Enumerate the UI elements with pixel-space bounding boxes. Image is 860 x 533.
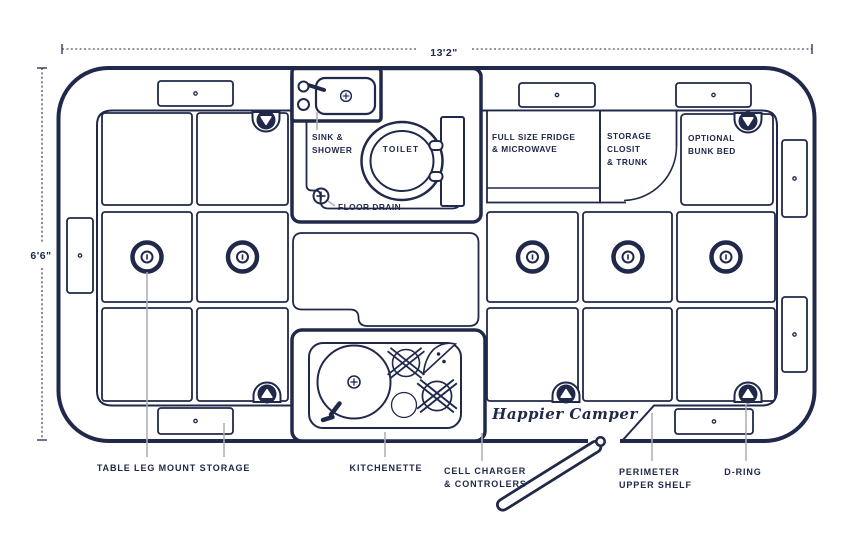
sink-shower-unit — [290, 66, 383, 123]
kitchen-faucet-icon — [328, 401, 342, 417]
closet-walls — [599, 109, 678, 204]
d-ring-icon — [733, 110, 763, 134]
shelf-pin — [193, 418, 198, 424]
perimeter-shelf-label-1: PERIMETER — [619, 467, 680, 477]
floor-drain-leader — [327, 200, 336, 207]
right-floor-grid — [486, 211, 776, 402]
table-leg-mount-icon — [518, 243, 547, 272]
shelf-top-left — [157, 80, 234, 107]
fridge-cabinet — [486, 109, 601, 204]
bunk-label-1: OPTIONAL — [688, 133, 735, 143]
bathroom: SINK & SHOWER TOILET FLOOR DRAIN — [290, 66, 483, 224]
kitchenette-label: KITCHENETTE — [350, 463, 423, 473]
shelf-pin — [711, 92, 716, 98]
closet-label-1: STORAGE — [607, 131, 651, 141]
floor-locker — [582, 307, 673, 402]
d-ring-icon — [551, 381, 581, 405]
d-ring-icon — [733, 381, 763, 405]
callout-labels: TABLE LEG MOUNT STORAGE KITCHENETTE CELL… — [97, 463, 761, 490]
toilet-label: TOILET — [383, 144, 420, 154]
table-leg-mount-icon — [712, 243, 741, 272]
toilet-seat — [369, 130, 435, 192]
table-leg-mount-icon — [614, 243, 643, 272]
shelf-pin — [792, 176, 797, 181]
shelf-right-upper — [781, 139, 808, 218]
shelf-bottom-left — [157, 407, 234, 435]
closet-door-swing — [623, 145, 678, 202]
bunk-bed: OPTIONAL BUNK BED — [680, 113, 774, 206]
panel-dot — [436, 352, 441, 356]
closet-label-2: CLOSIT — [607, 144, 640, 154]
entry-door — [495, 434, 620, 512]
floor-locker — [486, 307, 579, 402]
toilet-icon — [360, 116, 465, 207]
bunk-label-2: BUNK BED — [688, 146, 736, 156]
shelf-pin — [711, 419, 717, 424]
cell-charger-panel — [422, 342, 458, 376]
shelf-bottom-right — [674, 408, 754, 435]
storage-label: STORAGE — [200, 463, 251, 473]
perimeter-shelf-label-2: UPPER SHELF — [619, 480, 692, 490]
shelf-pin — [77, 253, 83, 258]
d-ring-icon — [252, 381, 282, 405]
floor-drain-label: FLOOR DRAIN — [338, 202, 401, 212]
width-dimension-label: 13'2" — [430, 47, 458, 59]
sink-shower-label-1: SINK & — [312, 132, 343, 142]
callout-leaders — [146, 272, 747, 461]
floor-locker — [101, 112, 193, 206]
floor-locker — [676, 307, 776, 402]
toilet-tank — [440, 116, 465, 207]
inner-wall-left — [96, 109, 292, 407]
shelf-pin — [554, 92, 560, 98]
inner-wall-right — [481, 109, 778, 443]
kitchen-faucet-icon — [320, 414, 335, 423]
d-ring-label: D-RING — [724, 467, 761, 477]
faucet-knob — [297, 80, 310, 93]
height-dimension-label: 6'6" — [30, 250, 51, 262]
central-open-floor — [292, 232, 480, 327]
brand-logo: Happier Camper — [491, 405, 638, 423]
cell-charger-label-2: & CONTROLERS — [444, 479, 527, 489]
perimeter-shelves — [66, 80, 808, 435]
shelf-pin — [792, 332, 797, 337]
width-dimension: 13'2" — [61, 44, 813, 59]
closet-label-3: & TRUNK — [607, 157, 648, 167]
table-leg-mount-icon — [228, 243, 257, 272]
fridge-label-1: FULL SIZE FRIDGE — [492, 132, 575, 142]
kitchenette — [290, 328, 487, 443]
floor-locker — [196, 112, 289, 206]
toilet-hinge — [428, 171, 444, 182]
storage-closet: STORAGE CLOSIT & TRUNK — [599, 109, 678, 204]
door-hinge-icon — [595, 436, 606, 447]
shelf-top-middle — [518, 82, 596, 108]
height-dimension: 6'6" — [30, 67, 51, 441]
fridge-area: FULL SIZE FRIDGE & MICROWAVE — [486, 109, 601, 204]
burner-plate — [390, 391, 418, 419]
toilet-hinge — [428, 140, 444, 151]
shelf-left — [66, 217, 94, 294]
panel-dot — [442, 359, 446, 364]
shelf-pin — [193, 91, 198, 96]
d-ring-icon — [251, 109, 281, 133]
cell-charger-label-1: CELL CHARGER — [444, 466, 526, 476]
sink-shower-label-2: SHOWER — [312, 145, 352, 155]
faucet-knob — [297, 98, 310, 111]
shelf-top-right — [675, 82, 752, 108]
table-leg-mount-icon — [133, 243, 162, 272]
bunk-bed-outline — [680, 113, 774, 206]
shelf-right-lower — [781, 296, 808, 373]
table-leg-mount-label: TABLE LEG MOUNT — [97, 463, 196, 473]
fridge-label-2: & MICROWAVE — [492, 144, 557, 154]
left-floor-grid — [101, 112, 289, 402]
floor-locker — [196, 307, 289, 402]
